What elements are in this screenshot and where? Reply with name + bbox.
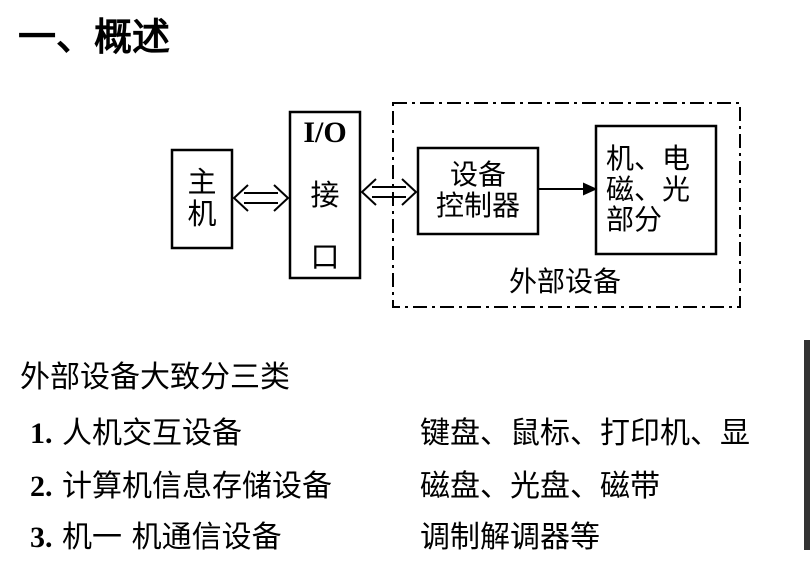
- device-label: 机、电 磁、光 部分: [596, 126, 716, 254]
- io-label: I/O: [303, 116, 347, 149]
- io-interface-label: I/O 接 口: [290, 112, 360, 278]
- device-label-line: 部分: [606, 203, 663, 237]
- host-label-line: 主: [187, 165, 217, 200]
- interface-label-line: 口: [310, 240, 340, 275]
- category-name: 人机交互设备: [62, 416, 243, 451]
- bidirectional-arrow-interface-controller: [360, 178, 418, 206]
- external-device-boundary: [392, 102, 741, 308]
- host-label-line: 机: [187, 197, 217, 231]
- controller-label-line: 设备: [449, 158, 506, 192]
- io-interface-box: [288, 110, 362, 280]
- interface-label-line: 接: [310, 177, 340, 212]
- controller-label-line: 控制器: [435, 189, 520, 222]
- bidirectional-arrow-host-interface: [232, 184, 290, 212]
- arrow-controller-device: [538, 182, 598, 196]
- device-label-line: 机、电: [606, 141, 691, 175]
- external-device-label: 外部设备: [508, 264, 621, 298]
- category-name: 机一 机通信设备: [62, 520, 282, 555]
- summary-text: 外部设备大致分三类: [20, 360, 290, 395]
- category-item: 1. 人机交互设备: [30, 408, 242, 452]
- category-examples: 调制解调器等: [420, 520, 600, 555]
- category-examples: 键盘、鼠标、打印机、显: [420, 416, 750, 451]
- controller-box: [416, 146, 540, 236]
- host-box: [170, 148, 234, 250]
- host-label: 主 机: [172, 150, 232, 248]
- category-item: 3. 机一 机通信设备: [30, 512, 282, 556]
- category-item: 2. 计算机信息存储设备: [30, 461, 332, 505]
- device-box: [594, 124, 718, 256]
- category-number: 2.: [30, 470, 53, 503]
- edge-divider: [804, 340, 810, 550]
- controller-label: 设备 控制器: [418, 148, 538, 234]
- category-name: 计算机信息存储设备: [62, 469, 333, 504]
- category-number: 3.: [30, 521, 53, 554]
- page-title: 一、概述: [18, 14, 171, 59]
- device-label-line: 磁、光: [606, 172, 691, 206]
- category-number: 1.: [30, 417, 53, 450]
- category-examples: 磁盘、光盘、磁带: [420, 469, 660, 504]
